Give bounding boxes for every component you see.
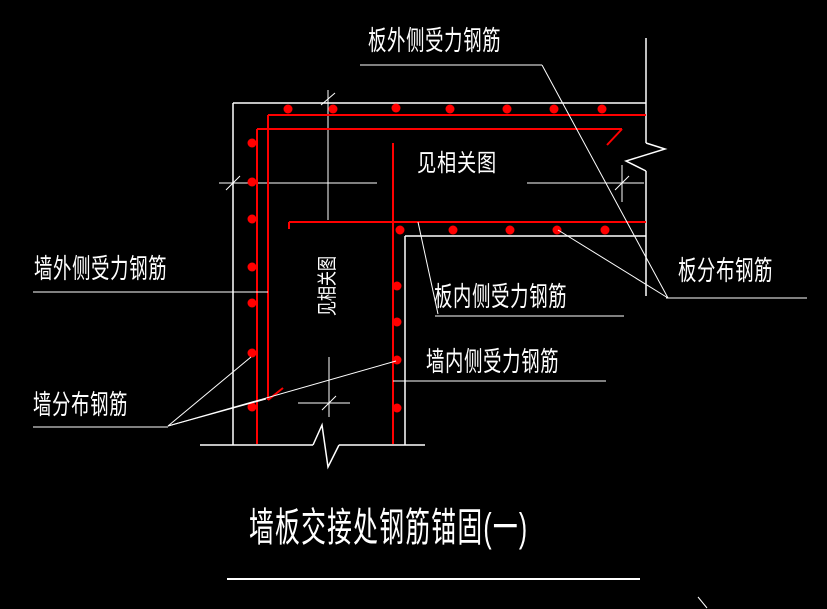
slab-top-dot <box>502 104 512 114</box>
slab-bottom-dot <box>448 225 458 235</box>
label-wall-outer-bar: 墙外侧受力钢筋 <box>34 254 168 284</box>
label-wall-distribution-bar: 墙分布钢筋 <box>33 390 129 420</box>
concrete-outline <box>200 38 668 470</box>
wall-outer-dot <box>247 298 257 308</box>
slab-top-dot <box>283 104 293 114</box>
slab-bottom-dot <box>600 225 610 235</box>
drawing-title: 墙板交接处钢筋锚固(一) <box>249 506 529 550</box>
slab-bottom-dot <box>395 225 405 235</box>
stray-mark <box>697 596 708 609</box>
leader-slab-inner <box>417 221 439 315</box>
leader-wall-dist-3 <box>167 360 397 427</box>
leader-wall-dist-1 <box>167 356 252 427</box>
wall-outer-dot <box>247 177 257 187</box>
wall-outer-dot <box>247 262 257 272</box>
dim-tick-wall-face <box>225 175 241 191</box>
leader-slab-outer-to-dist <box>541 64 669 299</box>
label-slab-inner-bar: 板内侧受力钢筋 <box>434 282 568 312</box>
dim-tick-anchor-end <box>614 175 630 191</box>
wall-inner-dot <box>392 317 402 327</box>
rebar-dots <box>247 103 610 413</box>
dim-tick-wall-anchor <box>321 395 337 411</box>
slab-top-dot <box>328 104 338 114</box>
wall-outer-rebar-hook <box>606 128 623 146</box>
wall-inner-dot <box>392 355 402 365</box>
label-see-related-horizontal: 见相关图 <box>417 150 497 177</box>
wall-outer-dot <box>247 138 257 148</box>
label-wall-inner-bar: 墙内侧受力钢筋 <box>426 347 560 377</box>
wall-break-symbol <box>312 422 340 470</box>
label-slab-outer-bar: 板外侧受力钢筋 <box>368 26 502 56</box>
wall-outer-dot <box>247 348 257 358</box>
slab-break-symbol <box>623 142 668 172</box>
label-see-related-vertical: 见相关图 <box>317 256 339 316</box>
slab-bottom-dot <box>505 225 515 235</box>
dimension-lines <box>219 90 644 417</box>
leader-slab-dist <box>557 229 669 299</box>
slab-top-dot <box>445 104 455 114</box>
slab-top-dot <box>549 104 559 114</box>
wall-outer-dot <box>247 402 257 412</box>
slab-top-dot <box>597 104 607 114</box>
wall-outer-dot <box>247 214 257 224</box>
dim-tick-slab-top <box>320 92 336 106</box>
slab-top-dot <box>391 103 401 113</box>
leader-lines <box>33 64 807 609</box>
slab-bottom-dot <box>552 225 562 235</box>
slab-outer-rebar-hook <box>267 387 284 401</box>
rebar-lines <box>256 114 646 444</box>
label-slab-distribution-bar: 板分布钢筋 <box>678 256 774 286</box>
wall-inner-dot <box>392 281 402 291</box>
wall-inner-dot <box>392 403 402 413</box>
